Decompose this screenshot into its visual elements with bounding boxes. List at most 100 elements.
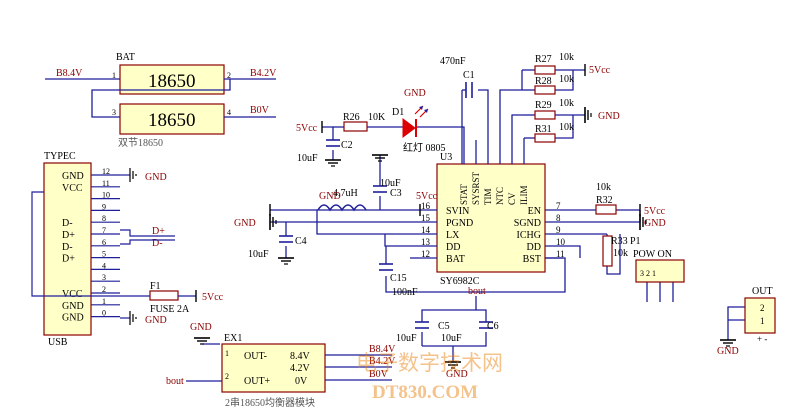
typec-gnd-label: GND <box>145 172 167 183</box>
net-label-b0-battery: B0V <box>250 105 270 116</box>
c2-value: 10uF <box>297 153 318 164</box>
typec-pin-number: 2 <box>102 285 106 294</box>
net-b0-ex1: B0V <box>369 369 389 380</box>
typec-pin-number: 11 <box>102 179 110 188</box>
typec-pin-number: 12 <box>102 167 110 176</box>
r32-ref: R32 <box>596 195 613 206</box>
net-gnd-sgnd: GND <box>644 218 666 229</box>
typec-pin-number: 9 <box>102 202 106 211</box>
ex1-body <box>221 343 326 393</box>
typec-pin-name: D+ <box>62 230 75 241</box>
r26-ref: R26 <box>343 112 360 123</box>
net-5vcc-c2: 5Vcc <box>296 123 318 134</box>
typec-dplus-label: D+ <box>152 226 165 237</box>
capacitors <box>279 82 493 329</box>
typec-title: TYPEC <box>44 151 76 162</box>
r28-ref: R28 <box>535 76 552 87</box>
battery-caption: 双节18650 <box>118 137 163 149</box>
watermark-line1: 电子数字技术网 <box>356 351 503 375</box>
fuse-net-label: 5Vcc <box>202 292 224 303</box>
c4-value: 10uF <box>248 249 269 260</box>
c15-value: 100nF <box>392 287 418 298</box>
typec-pin-name: D- <box>62 242 73 253</box>
typec-dminus-label: D- <box>152 238 163 249</box>
ic-left-pin-name: PGND <box>446 218 473 229</box>
ic-top-pin-name: STAT <box>459 184 469 205</box>
ex1-pin-0: 0V <box>295 376 308 387</box>
ic-body <box>436 163 546 273</box>
net-gnd-c2: GND <box>319 191 341 202</box>
c1-ref: C1 <box>463 70 475 81</box>
battery-cell-bottom-label: 18650 <box>148 110 196 131</box>
inductor-value: 4.7uH <box>333 188 358 199</box>
r29-body <box>534 110 556 120</box>
net-gnd-led: GND <box>404 88 426 99</box>
ic-left-pin-num: 16 <box>421 201 431 211</box>
r28-body <box>534 85 556 95</box>
typec-body <box>43 162 92 336</box>
r29-value: 10k <box>559 98 574 109</box>
net-b42-ex1: B4.2V <box>369 356 396 367</box>
vcc-bars <box>269 64 641 216</box>
ex1-pin-out-plus: OUT+ <box>244 376 271 387</box>
ic-part: SY6982C <box>440 276 480 287</box>
led-triangle <box>402 118 416 138</box>
ic-right-pin-name: BST <box>523 254 541 265</box>
r32-value: 10k <box>596 182 611 193</box>
out-pin-2: 2 <box>760 303 765 313</box>
ic-left-pin-num: 14 <box>421 225 431 235</box>
typec-pin-name: D- <box>62 218 73 229</box>
typec-pin-number: 10 <box>102 191 110 200</box>
c6-ref: C6 <box>487 321 499 332</box>
battery-cell-bottom <box>119 103 225 135</box>
typec-gnd-label-2: GND <box>145 315 167 326</box>
ic-top-pin-name: CV <box>507 192 517 205</box>
ex1-labels: EX1 OUT- OUT+ 8.4V 4.2V 0V 1 2 2串18650均衡… <box>224 333 315 409</box>
r31-body <box>534 133 556 143</box>
net-labels: GND 5Vcc GND 5Vcc GND 5Vcc GND 5Vcc GND … <box>166 65 739 387</box>
c5-ref: C5 <box>438 321 450 332</box>
ic-right-pin-name: ICHG <box>517 230 541 241</box>
out-ref: OUT <box>752 286 773 297</box>
typec-pin-name: D+ <box>62 254 75 265</box>
ic-right-pin-name: EN <box>528 206 541 217</box>
ic-left-pin-num: 15 <box>421 213 431 223</box>
c1-value: 470nF <box>440 56 466 67</box>
fuse-ref: F1 <box>150 281 161 292</box>
ic-right-pin-num: 7 <box>556 201 561 211</box>
r33-value: 10k <box>613 248 628 259</box>
c3-value: 10uF <box>380 178 401 189</box>
typec-pin-number: 7 <box>102 226 106 235</box>
c15-ref: C15 <box>390 273 407 284</box>
ic-left-pin-num: 13 <box>421 237 431 247</box>
typec-pin-number: 8 <box>102 214 106 223</box>
c3-ref: C3 <box>390 188 402 199</box>
typec-pin-name: VCC <box>62 183 83 194</box>
net-label-b84-battery: B8.4V <box>56 68 83 79</box>
typec-footer: USB <box>48 337 68 348</box>
r32-body <box>595 204 617 215</box>
net-label-b42-battery: B4.2V <box>250 68 277 79</box>
c4-ref: C4 <box>295 236 307 247</box>
c2-ref: C2 <box>341 140 353 151</box>
c5-value-left: 10uF <box>396 333 417 344</box>
battery-title: BAT <box>116 52 135 63</box>
r33-body <box>602 235 613 267</box>
ex1-pin-42: 4.2V <box>290 363 311 374</box>
net-gnd-out: GND <box>717 346 739 357</box>
ic-right-pin-name: SGND <box>514 218 541 229</box>
typec-pin-number: 1 <box>102 297 106 306</box>
battery-cell-top-label: 18650 <box>148 71 196 92</box>
fuse-body <box>149 290 179 301</box>
r29-ref: R29 <box>535 100 552 111</box>
typec-pin-name: GND <box>62 313 84 324</box>
r26-value: 10K <box>368 112 386 123</box>
net-gnd-ex1: GND <box>190 322 212 333</box>
ex1-ref: EX1 <box>224 333 242 344</box>
battery-pin-4: 4 <box>227 108 231 117</box>
p1-pins: 3 2 1 <box>640 269 656 278</box>
net-b84-ex1: B8.4V <box>369 344 396 355</box>
typec-pin-number: 4 <box>102 261 106 270</box>
